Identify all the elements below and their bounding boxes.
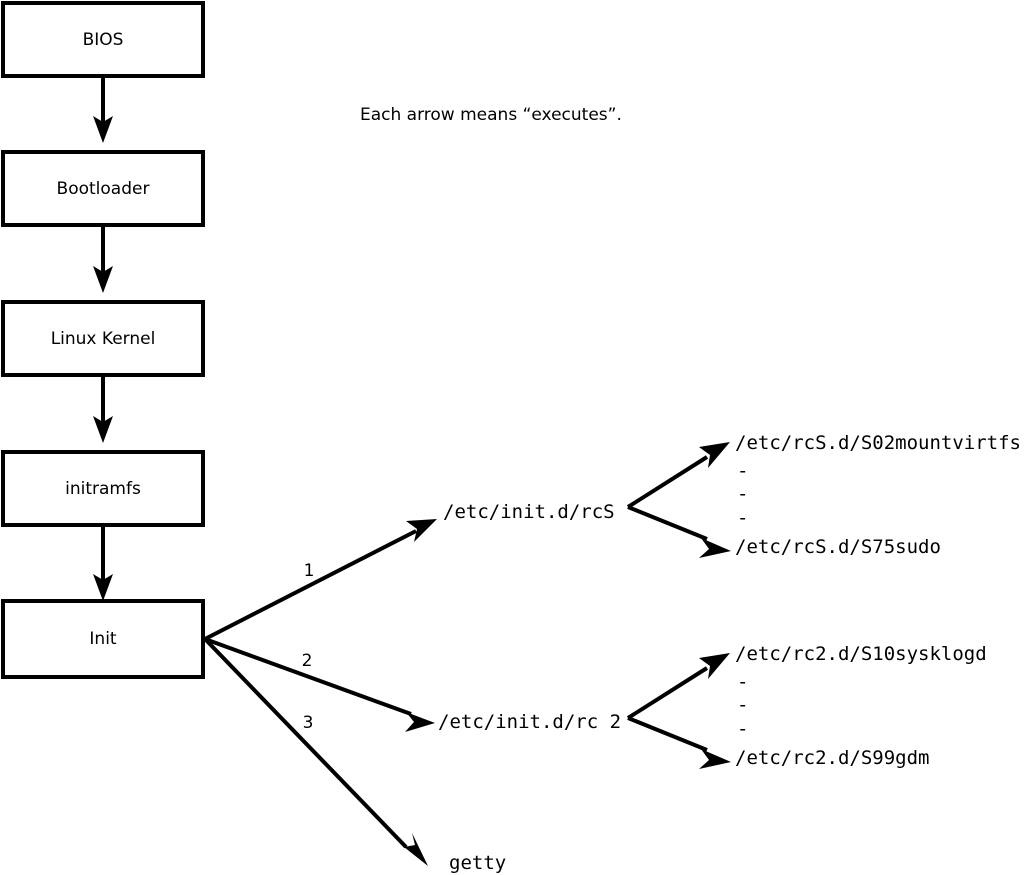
node-linux-kernel[interactable]: Linux Kernel [1,300,205,377]
edge-init-rc2-arrowhead [405,712,435,732]
edge-bios-to-bootloader [93,76,113,143]
rcs-ellipsis-dash-2: - [737,483,748,505]
edge-label-3: 3 [303,713,314,733]
edge-rc2-last-line [627,716,708,752]
edge-init-getty-line [203,637,408,849]
edge-init-to-rcs [204,519,437,641]
node-init-rect [1,599,205,679]
edge-init-rcs-arrowhead [406,519,437,542]
rcs-ellipsis-dash-3: - [737,507,748,529]
edge-init-to-rc2 [204,637,435,732]
rc2-ellipsis-dash-1: - [737,671,748,693]
diagram-caption: Each arrow means “executes”. [360,105,622,125]
node-bios-rect [1,1,205,78]
edge-rcs-last-arrowhead [699,538,731,558]
edge-rc2-last-arrowhead [699,749,731,769]
edge-rc2-first-arrowhead [699,653,730,679]
node-bios[interactable]: BIOS [1,1,205,78]
rc2-script-last[interactable]: /etc/rc2.d/S99gdm [735,747,929,769]
edge-rcs-to-first-script [626,442,730,509]
node-initramfs[interactable]: initramfs [1,450,205,527]
edge-bootloader-kernel-arrowhead [93,266,113,293]
rcs-script-first[interactable]: /etc/rcS.d/S02mountvirtfs [735,432,1021,454]
edge-initramfs-init-arrowhead [93,574,113,601]
node-bios-label: BIOS [83,30,124,50]
node-bootloader[interactable]: Bootloader [1,150,205,227]
edge-kernel-initramfs-arrowhead [93,416,113,443]
rc2-script-first[interactable]: /etc/rc2.d/S10sysklogd [735,643,987,665]
edge-bios-bootloader-arrowhead [93,116,113,143]
node-rcs-label[interactable]: /etc/init.d/rcS [443,501,615,523]
rc2-ellipsis-dash-3: - [737,718,748,740]
edge-init-rcs-line [204,529,417,641]
node-init-label: Init [89,629,117,649]
edge-init-to-getty [203,637,428,866]
rc2-scripts-group: /etc/rc2.d/S10sysklogd - - - /etc/rc2.d/… [626,643,987,769]
edge-init-rc2-line [204,637,412,716]
edge-rc2-to-first-script [626,653,730,720]
node-rc2-label[interactable]: /etc/init.d/rc 2 [438,711,621,733]
rcs-script-last[interactable]: /etc/rcS.d/S75sudo [735,536,941,558]
edge-rcs-last-line [627,505,708,541]
rcs-ellipsis-dash-1: - [737,460,748,482]
node-linux-kernel-label: Linux Kernel [51,329,156,349]
edge-rcs-to-last-script [627,505,731,558]
edge-bootloader-to-kernel [93,225,113,293]
edge-kernel-to-initramfs [93,375,113,443]
edge-label-1: 1 [304,561,315,581]
rcs-scripts-group: /etc/rcS.d/S02mountvirtfs - - - /etc/rcS… [626,432,1021,558]
rc2-ellipsis-dash-2: - [737,694,748,716]
edge-init-getty-arrowhead [404,833,428,866]
edge-label-2: 2 [302,651,313,671]
node-bootloader-label: Bootloader [57,179,150,199]
boot-chain-group: BIOS Bootloader Linux Kernel [1,1,205,679]
edge-initramfs-to-init [93,525,113,601]
node-linux-kernel-rect [1,300,205,377]
edge-rcs-first-line [626,455,709,509]
edge-rcs-first-arrowhead [699,442,730,468]
edge-rc2-to-last-script [627,716,731,769]
node-init[interactable]: Init [1,599,205,679]
node-initramfs-label: initramfs [65,479,141,499]
node-bootloader-rect [1,150,205,227]
node-getty-label[interactable]: getty [449,852,506,874]
edge-rc2-first-line [626,666,709,720]
init-branches-group: 1 /etc/init.d/rcS 2 /etc/init.d/rc 2 3 g… [203,501,621,874]
